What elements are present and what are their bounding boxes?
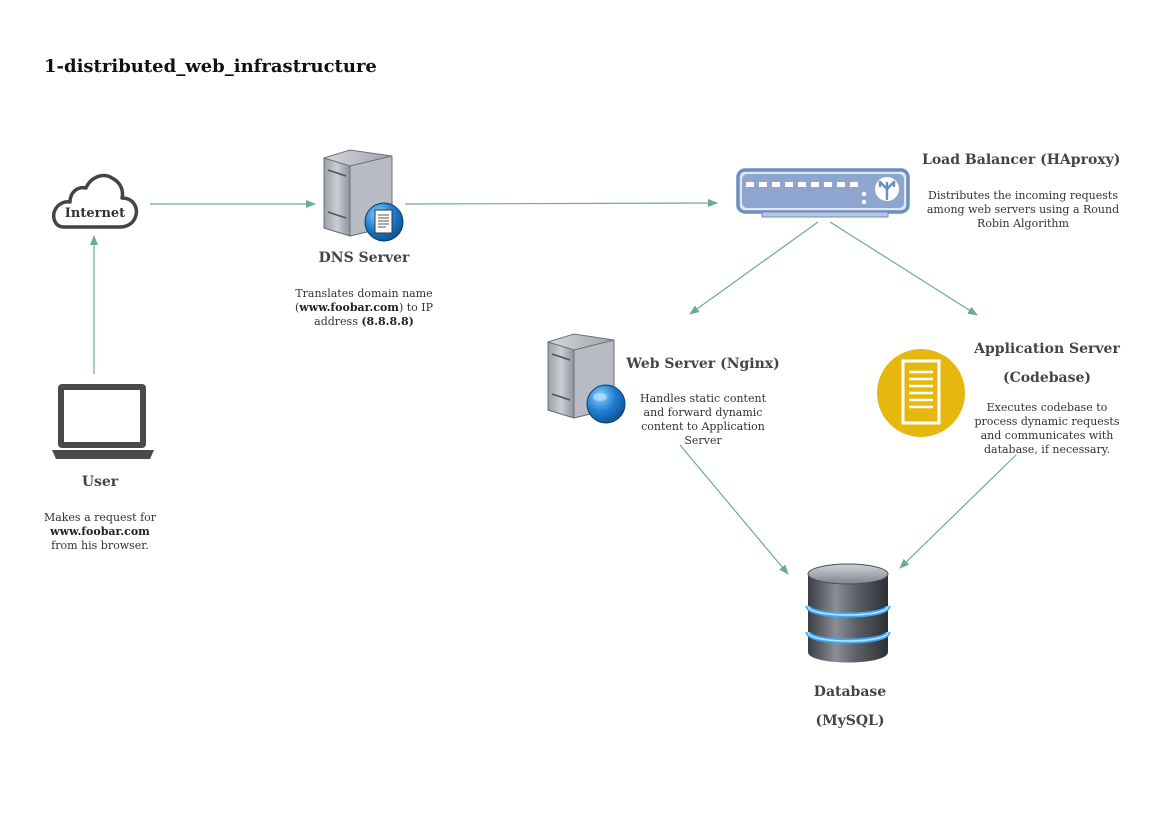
app-server-icon [877,349,965,437]
user-description: Makes a request for www.foobar.com from … [43,511,157,552]
arrow-app-to-db [899,454,1017,569]
laptop-icon [52,384,154,459]
web-server-icon [547,333,626,424]
user-label: User [81,474,119,490]
app-server-description: Executes codebase to process dynamic req… [974,401,1120,456]
database-icon [805,563,891,663]
page-title: 1-distributed_web_infrastructure [44,56,377,77]
arrow-lb-to-web [689,221,819,315]
load-balancer-label: Load Balancer (HAproxy) [922,152,1121,168]
dns-server-label: DNS Server [318,250,410,266]
arrow-lb-to-app [829,221,978,316]
dns-server-description: Translates domain name (www.foobar.com) … [294,287,434,328]
database-label: Database (MySQL) [813,684,887,729]
arrow-web-to-db [679,444,789,575]
web-server-label: Web Server (Nginx) [626,356,780,372]
internet-label: Internet [64,206,126,221]
cloud-icon [51,173,139,229]
dns-server-icon [323,149,404,242]
load-balancer-description: Distributes the incoming requests among … [926,189,1120,230]
load-balancer-icon [736,168,910,218]
arrow-dns-to-lb [404,199,718,208]
app-server-label: Application Server (Codebase) [974,341,1120,386]
web-server-description: Handles static content and forward dynam… [640,392,766,447]
